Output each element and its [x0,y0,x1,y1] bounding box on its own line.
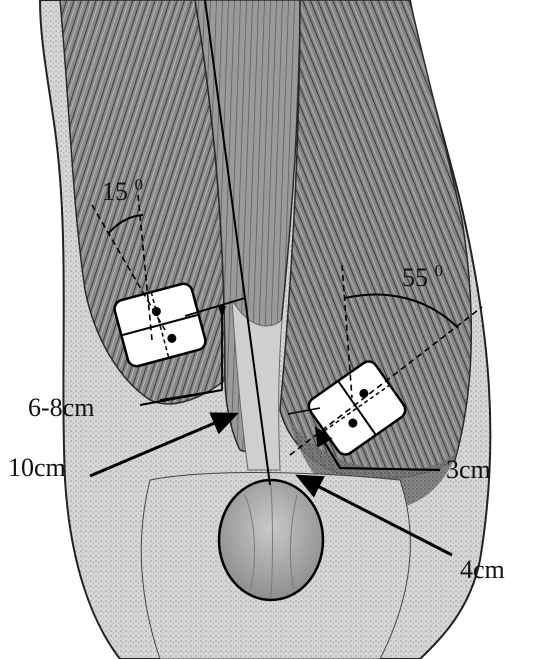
distance-label-10cm: 10cm [8,453,66,482]
distance-label-3cm: 3cm [446,455,491,484]
patella [219,480,323,600]
distance-label-4cm: 4cm [460,555,505,584]
distance-label-6-8cm: 6-8cm [28,393,94,422]
